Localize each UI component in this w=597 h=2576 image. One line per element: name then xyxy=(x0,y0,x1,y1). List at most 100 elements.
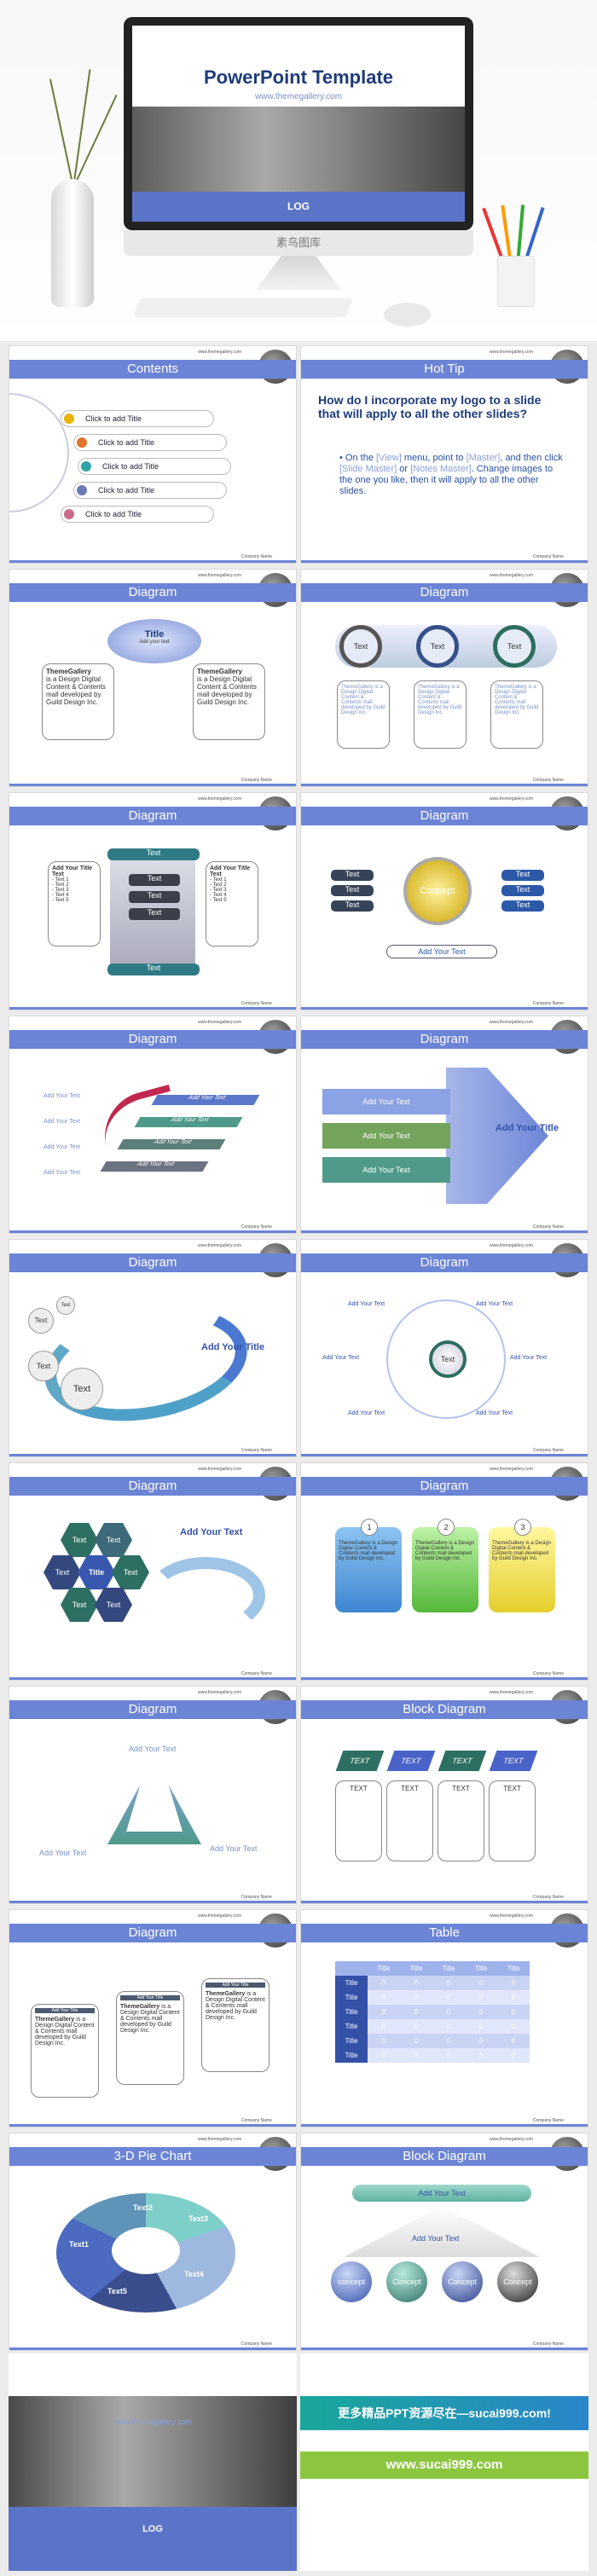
slide-url: www.themegallery.com xyxy=(489,2137,533,2142)
diagram9-center: Title xyxy=(78,1555,115,1589)
keyboard-illustration xyxy=(132,298,354,317)
slide-url: www.themegallery.com xyxy=(197,350,241,355)
slide-url: www.themegallery.com xyxy=(489,1020,533,1025)
slide-title: Contents xyxy=(9,360,296,379)
diagram2-desc: ThemeGallery is a Design Digital Content… xyxy=(414,680,467,749)
slide-url: www.themegallery.com xyxy=(197,1467,241,1472)
slide-footer: Company Name xyxy=(241,1671,272,1676)
cover-photo xyxy=(132,107,465,192)
slide-hottip[interactable]: www.themegallery.com Hot Tip How do I in… xyxy=(300,345,588,564)
diagram2-circle: Text xyxy=(416,625,459,668)
hottip-answer: • On the [View] menu, point to [Master],… xyxy=(339,453,563,496)
slide-diagram-10[interactable]: www.themegallery.com Diagram ThemeGaller… xyxy=(300,1462,588,1681)
slide-diagram-8[interactable]: www.themegallery.com Diagram Text Add Yo… xyxy=(300,1239,588,1457)
slide-footer: Company Name xyxy=(532,1895,564,1900)
slide-footer: Company Name xyxy=(532,1001,564,1006)
slide-footer: Company Name xyxy=(532,1224,564,1230)
slide-diagram-5[interactable]: www.themegallery.com Diagram Add Your Te… xyxy=(9,1016,297,1234)
cover-title: PowerPoint Template xyxy=(203,67,394,88)
hottip-question: How do I incorporate my logo to a slide … xyxy=(318,393,542,420)
pencil-cup-illustration xyxy=(482,205,545,307)
monitor-stand xyxy=(256,256,341,290)
slide-footer: Company Name xyxy=(241,778,272,783)
slide-title: Block Diagram xyxy=(301,1700,588,1719)
contents-item: Click to add Title xyxy=(61,506,214,523)
slide-title: Diagram xyxy=(9,1030,296,1049)
slide-url: www.themegallery.com xyxy=(489,1467,533,1472)
ad-banner-2[interactable]: www.sucai999.com xyxy=(300,2452,588,2479)
slide-block-diagram-1[interactable]: www.themegallery.com Block Diagram TEXT … xyxy=(300,1686,588,1904)
slide-url: www.themegallery.com xyxy=(489,1243,533,1248)
diagram3-tag: Text xyxy=(107,848,200,860)
slide-footer: Company Name xyxy=(532,2118,564,2123)
diagram6-title: Add Your Title xyxy=(496,1123,559,1133)
diagram7-title: Add Your Title xyxy=(201,1342,264,1352)
slide-footer: Company Name xyxy=(532,2342,564,2347)
slide-diagram-2[interactable]: www.themegallery.com Diagram Text Text T… xyxy=(300,569,588,787)
slide-contents[interactable]: www.themegallery.com Contents Click to a… xyxy=(9,345,297,564)
cover-preview: PowerPoint Template www.themegallery.com… xyxy=(132,26,465,222)
slide-diagram-12[interactable]: www.themegallery.com Diagram Add Your Ti… xyxy=(9,1909,297,2127)
ad-banner-1[interactable]: 更多精品PPT资源尽在—sucai999.com! xyxy=(300,2396,588,2430)
closing-slide[interactable]: www.themegallery.com LOG xyxy=(9,2353,297,2571)
slide-diagram-1[interactable]: www.themegallery.com Diagram Title Add y… xyxy=(9,569,297,787)
slide-title: Diagram xyxy=(9,1477,296,1496)
diagram2-circle: Text xyxy=(493,625,536,668)
contents-item: Click to add Title xyxy=(73,482,227,499)
slide-diagram-9[interactable]: www.themegallery.com Diagram Text Text T… xyxy=(9,1462,297,1681)
diagram8-center: Text xyxy=(429,1340,467,1378)
slide-title: Diagram xyxy=(9,807,296,825)
slide-footer: Company Name xyxy=(241,1448,272,1453)
slide-title: Diagram xyxy=(9,1253,296,1272)
diagram9-side: Add Your Text xyxy=(180,1527,243,1537)
hero-banner: PowerPoint Template www.themegallery.com… xyxy=(0,0,597,341)
slide-footer: Company Name xyxy=(241,1895,272,1900)
slide-block-diagram-2[interactable]: www.themegallery.com Block Diagram Add Y… xyxy=(300,2133,588,2351)
slide-url: www.themegallery.com xyxy=(489,573,533,578)
mouse-illustration xyxy=(384,303,431,327)
contents-item: Click to add Title xyxy=(78,458,231,475)
diagram2-desc: ThemeGallery is a Design Digital Content… xyxy=(490,680,543,749)
slide-title: Block Diagram xyxy=(301,2147,588,2166)
slide-title: Hot Tip xyxy=(301,360,588,379)
slide-diagram-7[interactable]: www.themegallery.com Diagram Text Text T… xyxy=(9,1239,297,1457)
diagram4-concept: Concept xyxy=(403,857,472,925)
slide-title: Diagram xyxy=(301,1477,588,1496)
slide-title: Diagram xyxy=(301,1030,588,1049)
contents-item: Click to add Title xyxy=(61,410,214,427)
slide-footer: Company Name xyxy=(241,2118,272,2123)
slide-pie-chart[interactable]: www.themegallery.com 3-D Pie Chart Text1… xyxy=(9,2133,297,2351)
slide-title: Diagram xyxy=(301,807,588,825)
slide-url: www.themegallery.com xyxy=(197,2137,241,2142)
diagram3-left: Add Your Title Text- Text 1- Text 2- Tex… xyxy=(48,861,101,946)
slide-title: Diagram xyxy=(301,583,588,602)
slide-footer: Company Name xyxy=(532,554,564,559)
slide-title: Diagram xyxy=(9,1700,296,1719)
cover-url: www.themegallery.com xyxy=(254,92,343,101)
slide-url: www.themegallery.com xyxy=(197,1913,241,1919)
slide-url: www.themegallery.com xyxy=(489,350,533,355)
slide-diagram-11[interactable]: www.themegallery.com Diagram Add Your Te… xyxy=(9,1686,297,1904)
slide-diagram-4[interactable]: www.themegallery.com Diagram Concept Tex… xyxy=(300,792,588,1010)
slide-diagram-6[interactable]: www.themegallery.com Diagram Add Your Te… xyxy=(300,1016,588,1234)
slide-title: Diagram xyxy=(301,1253,588,1272)
slide-footer: Company Name xyxy=(532,1448,564,1453)
closing-url: www.themegallery.com xyxy=(113,2417,192,2426)
final-row: www.themegallery.com LOG 更多精品PPT资源尽在—suc… xyxy=(9,2353,588,2571)
cover-band xyxy=(132,192,465,222)
slide-title: Diagram xyxy=(9,1924,296,1942)
diagram1-top: Title Add your text xyxy=(107,619,201,663)
vase-illustration xyxy=(26,68,119,315)
closing-logo: LOG xyxy=(142,2524,163,2534)
slide-diagram-3[interactable]: www.themegallery.com Diagram Add Your Ti… xyxy=(9,792,297,1010)
slide-title: Diagram xyxy=(9,583,296,602)
ad-panel: 更多精品PPT资源尽在—sucai999.com! www.sucai999.c… xyxy=(300,2353,588,2571)
diagram4-bottom: Add Your Text xyxy=(386,945,497,958)
slide-url: www.themegallery.com xyxy=(197,1243,241,1248)
diagram3-right: Add Your Title Text- Text 1- Text 2- Tex… xyxy=(206,861,258,946)
slide-footer: Company Name xyxy=(532,1671,564,1676)
